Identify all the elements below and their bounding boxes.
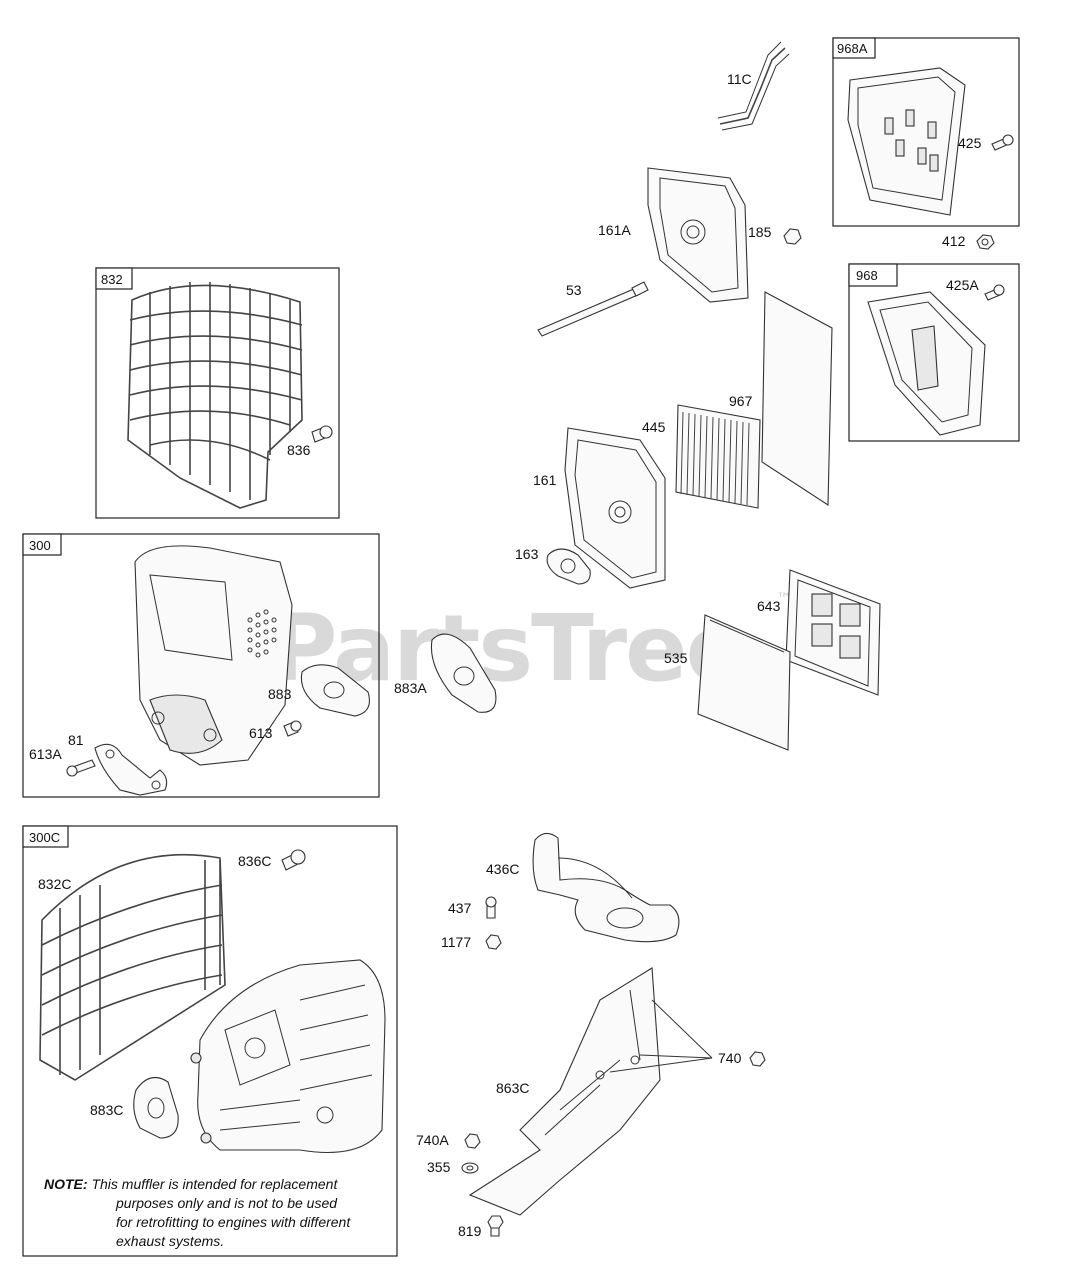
part-label-883: 883 <box>268 686 292 702</box>
part-label-425: 425 <box>958 135 982 151</box>
nut-185-part <box>783 228 802 245</box>
part-label-163: 163 <box>515 546 539 562</box>
air-cleaner-gasket-161A-part <box>647 167 749 303</box>
part-label-445: 445 <box>642 419 666 435</box>
muffler-note: NOTE: This muffler is intended for repla… <box>44 1175 384 1251</box>
muffler-guard-832C-part <box>39 853 226 1081</box>
group-tag-968A: 968A <box>837 41 868 56</box>
group-tag-300C: 300C <box>29 830 60 845</box>
group-300C[interactable]: 300C 836C 832C 883C <box>22 825 398 1257</box>
nut-1177-part <box>485 934 502 950</box>
part-label-161: 161 <box>533 472 557 488</box>
note-prefix: NOTE: <box>44 1176 88 1192</box>
part-label-436C: 436C <box>486 861 519 877</box>
part-label-836: 836 <box>287 442 311 458</box>
bracket-863C-part <box>468 967 661 1216</box>
air-cleaner-cover-part <box>867 291 986 436</box>
part-label-819: 819 <box>458 1223 482 1239</box>
part-label-613A: 613A <box>29 746 62 762</box>
muffler-300C-part <box>190 959 386 1153</box>
note-line-1: This muffler is intended for replacement <box>91 1176 338 1192</box>
bracket-81-part <box>94 743 168 796</box>
group-832[interactable]: 832 836 <box>95 267 340 519</box>
part-label-355: 355 <box>427 1159 451 1175</box>
group-tag-300: 300 <box>29 538 51 553</box>
nut-412-part <box>976 234 995 250</box>
group-968A[interactable]: 968A 425 <box>832 37 1020 227</box>
exhaust-elbow-436C-part <box>532 832 680 943</box>
air-cleaner-base-161-part <box>564 427 666 589</box>
callout-lines-740 <box>609 999 713 1073</box>
muffler-guard-832-part <box>127 282 303 509</box>
part-label-1177: 1177 <box>441 934 471 950</box>
air-cleaner-base-part <box>847 67 966 216</box>
part-label-613: 613 <box>249 725 273 741</box>
part-label-412: 412 <box>942 233 966 249</box>
part-label-81: 81 <box>68 732 84 748</box>
screw-836-part <box>311 425 333 443</box>
screw-425A-part <box>984 284 1005 301</box>
stud-53-part <box>537 281 649 337</box>
stud-613A-part <box>66 759 96 777</box>
part-label-832C: 832C <box>38 876 71 892</box>
screw-836C-part <box>281 849 306 871</box>
group-tag-832: 832 <box>101 272 123 287</box>
part-label-836C: 836C <box>238 853 271 869</box>
part-label-535: 535 <box>664 650 688 666</box>
air-filter-445-part <box>675 404 761 509</box>
gasket-163-part <box>546 548 591 585</box>
part-label-740A: 740A <box>416 1132 449 1148</box>
gasket-883-part <box>300 664 370 717</box>
part-label-863C: 863C <box>496 1080 529 1096</box>
part-label-161A: 161A <box>598 222 631 238</box>
part-label-643: 643 <box>757 598 781 614</box>
pre-cleaner-967-part <box>761 291 833 507</box>
screw-819-part <box>487 1215 504 1237</box>
part-label-967: 967 <box>729 393 753 409</box>
muffler-300-part <box>134 545 293 766</box>
note-line-3: for retrofitting to engines with differe… <box>116 1214 351 1230</box>
part-label-185: 185 <box>748 224 772 240</box>
washer-355-part <box>461 1162 479 1174</box>
group-300[interactable]: 300 883 613 81 <box>22 533 380 798</box>
gasket-883A-part <box>430 633 497 713</box>
part-label-425A: 425A <box>946 277 979 293</box>
breather-tube-part <box>719 47 786 125</box>
part-label-883A: 883A <box>394 680 427 696</box>
part-label-11C: 11C <box>727 71 752 87</box>
screw-437-part <box>485 896 497 919</box>
screw-425-part <box>991 134 1014 151</box>
gasket-643-part <box>785 569 881 696</box>
part-label-883C: 883C <box>90 1102 123 1118</box>
part-label-740: 740 <box>718 1050 742 1066</box>
note-line-4: exhaust systems. <box>116 1233 225 1249</box>
part-label-437: 437 <box>448 900 472 916</box>
part-label-53: 53 <box>566 282 582 298</box>
nut-740A-part <box>464 1133 481 1149</box>
screw-613-part <box>283 720 302 737</box>
note-line-2: purposes only and is not to be used <box>116 1195 338 1211</box>
gasket-883C-part <box>133 1076 179 1139</box>
nut-740-part <box>749 1051 766 1067</box>
group-968[interactable]: 968 425A <box>848 263 1020 442</box>
filter-535-part <box>697 614 791 751</box>
group-tag-968: 968 <box>856 268 878 283</box>
